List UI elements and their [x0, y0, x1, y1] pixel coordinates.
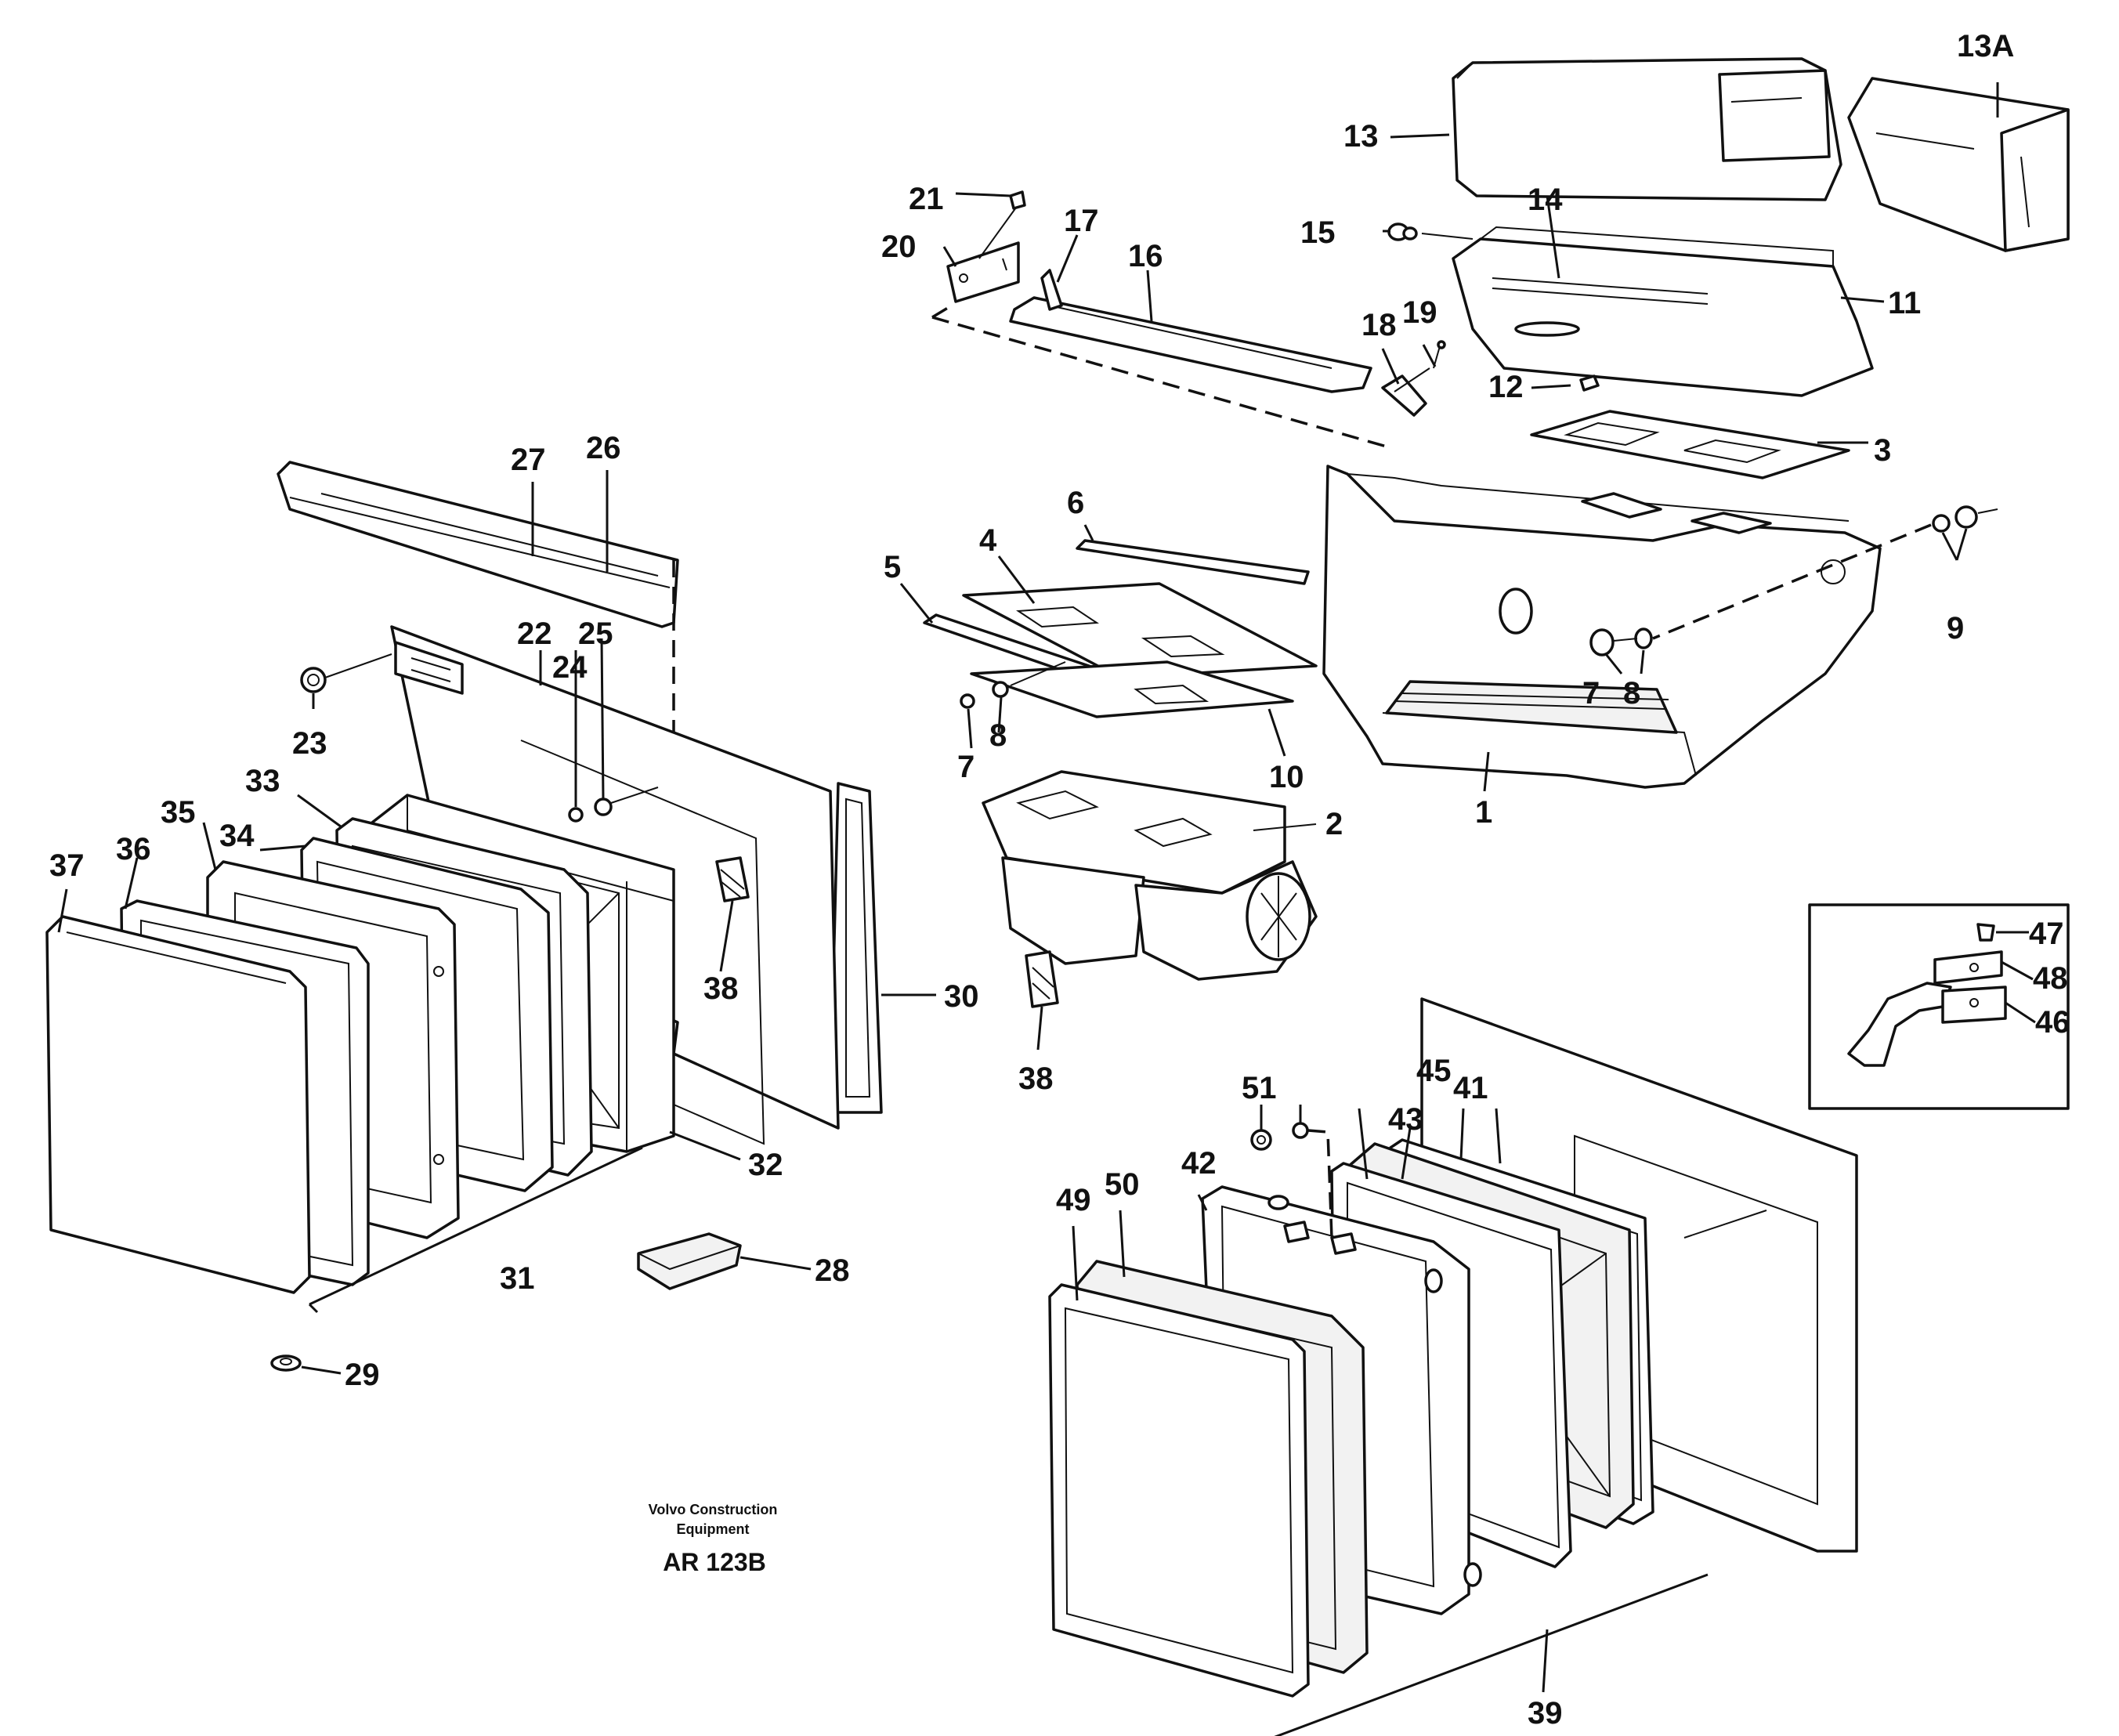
- label-35: 35: [161, 795, 196, 830]
- part-number-labels: 13 13A 14 15 11 12 3 21 20 17 16 18 19 9…: [49, 29, 2070, 1731]
- label-17: 17: [1064, 204, 1099, 238]
- label-3: 3: [1874, 433, 1891, 468]
- label-19: 19: [1402, 295, 1437, 330]
- label-49: 51: [1242, 1071, 1277, 1105]
- fan-2: [982, 770, 1318, 981]
- screw-19: [1433, 340, 1446, 369]
- filter-pad-28: [637, 1232, 742, 1290]
- label-24: 24: [552, 650, 588, 685]
- caption-code: AR 123B: [663, 1548, 766, 1576]
- label-38-loose: 38: [1018, 1061, 1054, 1096]
- bracket-31: [308, 1146, 643, 1314]
- washer-49-50: [1250, 1122, 1333, 1239]
- assembly-line-9: [1652, 523, 1932, 640]
- label-42: 43: [1388, 1102, 1423, 1137]
- label-40: 41: [1453, 1071, 1488, 1105]
- label-8-damper: 8: [989, 718, 1007, 753]
- label-10: 10: [1269, 760, 1304, 794]
- label-4: 4: [979, 523, 997, 558]
- label-7-box: 7: [1582, 676, 1600, 711]
- clip-12: [1579, 374, 1600, 392]
- label-28: 28: [815, 1253, 850, 1288]
- cover-37: [45, 915, 311, 1294]
- label-13A: 13A: [1957, 29, 2014, 63]
- screw-21: [978, 190, 1026, 259]
- label-25: 25: [578, 617, 613, 651]
- label-38-loose: [1025, 950, 1059, 1008]
- label-27: 27: [511, 443, 546, 477]
- label-36: 36: [116, 832, 151, 866]
- nut-23: [300, 653, 392, 693]
- leader-2: [1253, 823, 1317, 831]
- screws-7-8-damper: [960, 661, 1066, 709]
- label-11: 11: [1888, 286, 1921, 320]
- bracket-17: [1040, 269, 1063, 311]
- label-5: 5: [884, 550, 901, 584]
- label-14: 14: [1528, 183, 1563, 217]
- label-34: 34: [219, 819, 255, 853]
- label-15: 15: [1300, 215, 1336, 250]
- label-32: 32: [748, 1148, 783, 1182]
- label-37: 37: [49, 848, 85, 883]
- label-44: 46: [2035, 1005, 2070, 1040]
- bracket-20: [946, 241, 1020, 303]
- label-30: 30: [944, 979, 979, 1014]
- hinge-18: [1381, 367, 1430, 417]
- label-43: 45: [1416, 1054, 1452, 1088]
- label-9: 9: [1947, 611, 1964, 646]
- label-7-damper: 7: [957, 750, 975, 784]
- label-45: 47: [2029, 917, 2064, 951]
- label-26: 26: [586, 431, 621, 465]
- gasket-10: [970, 660, 1294, 718]
- label-31: 31: [500, 1261, 535, 1296]
- label-20: 20: [881, 230, 917, 264]
- label-1: 1: [1475, 795, 1492, 830]
- label-38-plate: 38: [703, 971, 739, 1006]
- label-12: 12: [1488, 370, 1524, 404]
- assembly-line-16-1: [931, 304, 1387, 448]
- label-21: 21: [909, 182, 944, 216]
- nuts-9: [1932, 505, 1998, 533]
- label-29: 29: [345, 1358, 380, 1392]
- label-13: 13: [1343, 119, 1379, 154]
- label-39: 39: [1528, 1696, 1563, 1731]
- screws-7-8-box: [1589, 627, 1653, 656]
- label-46: 48: [2033, 961, 2068, 996]
- label-47: 49: [1056, 1183, 1091, 1217]
- caption-line2: Equipment: [677, 1521, 750, 1537]
- panel-16: [1009, 296, 1372, 393]
- gasket-3: [1530, 410, 1850, 479]
- damper-4: [962, 582, 1318, 679]
- label-16: 16: [1128, 239, 1163, 273]
- gasket-47: [1048, 1283, 1310, 1698]
- detail-inset: [1808, 903, 2070, 1110]
- plug-29: [270, 1354, 302, 1372]
- heater-box-1: [1322, 465, 1882, 789]
- label-22: 22: [517, 617, 552, 651]
- duct-adapter-13A: [1847, 77, 2070, 252]
- caption-line1: Volvo Construction: [649, 1502, 778, 1517]
- label-8-box: 8: [1623, 676, 1640, 711]
- leader-lines: [57, 82, 2036, 1693]
- label-18: 18: [1361, 308, 1397, 342]
- label-41: 42: [1181, 1146, 1217, 1181]
- label-48: 50: [1105, 1167, 1140, 1202]
- caption: Volvo Construction Equipment AR 123B: [649, 1502, 778, 1576]
- duct-cover-13: [1452, 57, 1842, 201]
- label-33: 33: [245, 764, 280, 798]
- rail-26-27: [277, 461, 679, 628]
- bracket-39: [1274, 1573, 1709, 1736]
- grommet-15: [1387, 222, 1474, 241]
- plate-6: [1076, 539, 1310, 585]
- label-6: 6: [1067, 486, 1084, 520]
- label-2: 2: [1325, 807, 1343, 841]
- label-23: 23: [292, 726, 327, 761]
